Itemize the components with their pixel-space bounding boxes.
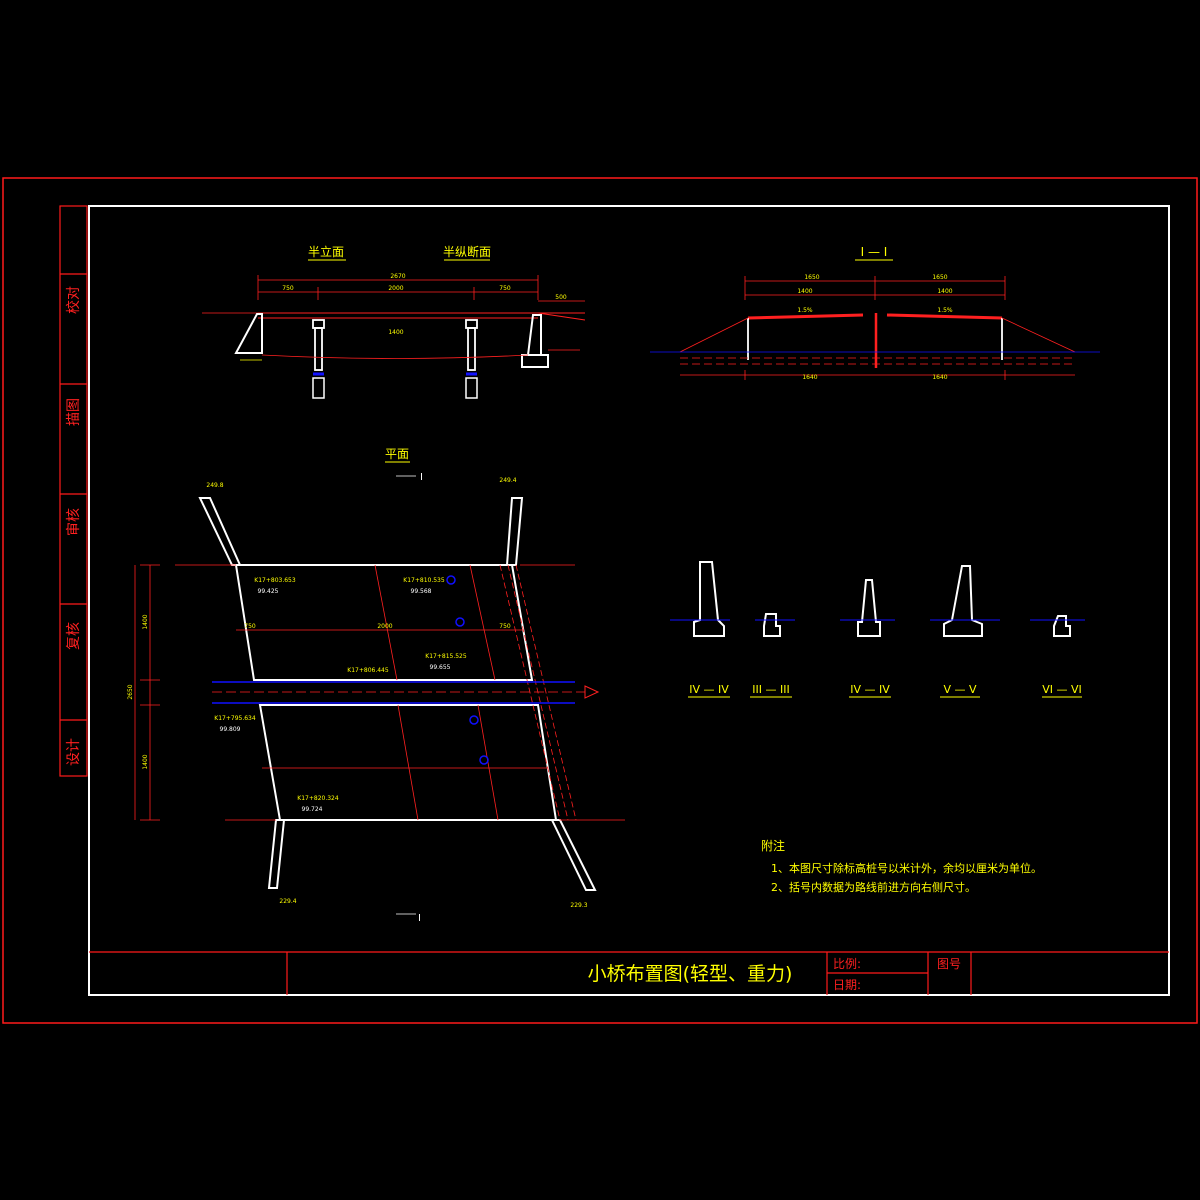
station-c-elev: 99.655 xyxy=(430,664,451,671)
sec-1400b-dim: 1400 xyxy=(937,288,952,295)
station-b: K17+810.535 xyxy=(403,577,445,584)
scale-label: 比例: xyxy=(833,957,861,971)
station-b-elev: 99.568 xyxy=(411,588,432,595)
sec-left-dim: 1650 xyxy=(804,274,819,281)
station-d-elev: 99.809 xyxy=(220,726,241,733)
section-iv-b-label: IV — IV xyxy=(850,683,890,696)
strip-cell-1: 校对 xyxy=(65,286,82,314)
notes-line-2: 2、括号内数据为路线前进方向右侧尺寸。 xyxy=(771,880,976,894)
sec-slope-left: 1.5% xyxy=(797,307,813,314)
station-e: K17+820.324 xyxy=(297,795,339,802)
sec-right-dim: 1650 xyxy=(932,274,947,281)
elev-left-dim: 750 xyxy=(282,285,294,292)
elev-mid-dim: 2000 xyxy=(388,285,403,292)
plan-v3-dim: 1400 xyxy=(142,754,149,769)
plan-bottom-left-dim: 229.4 xyxy=(279,898,296,905)
station-d: K17+795.634 xyxy=(214,715,256,722)
strip-cell-5: 设计 xyxy=(66,738,82,766)
half-elevation-title: 半立面 xyxy=(308,244,344,259)
strip-cell-4: 复核 xyxy=(65,622,82,650)
plan-bottom-right-dim: 229.3 xyxy=(570,902,587,909)
half-longitudinal-title: 半纵断面 xyxy=(443,244,491,259)
section-i-title: I — I xyxy=(861,245,888,259)
elevation-structure xyxy=(202,312,586,399)
station-center: K17+806.445 xyxy=(347,667,389,674)
station-a-elev: 99.425 xyxy=(258,588,279,595)
drawing-title: 小桥布置图(轻型、重力) xyxy=(588,963,793,985)
cut-mark-bottom: I xyxy=(418,913,421,924)
drawing-no-label: 图号 xyxy=(937,957,961,971)
strip-cell-3: 审核 xyxy=(66,508,82,536)
plan-structure xyxy=(134,497,625,891)
section-iv-a-label: IV — IV xyxy=(689,683,729,696)
notes-line-1: 1、本图尺寸除标高桩号以米计外，余均以厘米为单位。 xyxy=(771,861,1042,875)
sec-1400a-dim: 1400 xyxy=(797,288,812,295)
outer-frame xyxy=(2,177,1198,1024)
sec-slope-right: 1.5% xyxy=(937,307,953,314)
station-e-elev: 99.724 xyxy=(302,806,323,813)
title-block xyxy=(89,951,1169,995)
elev-right-dim: 750 xyxy=(499,285,511,292)
section-v-label: V — V xyxy=(943,683,977,696)
station-a: K17+803.653 xyxy=(254,577,296,584)
notes-heading: 附注 xyxy=(761,838,785,853)
elev-total-dim: 2670 xyxy=(390,273,405,280)
elevation-dimensions xyxy=(257,275,585,302)
plan-w1-dim: 750 xyxy=(244,623,256,630)
plan-v2-dim: 2650 xyxy=(127,684,134,699)
elev-span-dim: 1400 xyxy=(388,329,403,336)
plan-title: 平面 xyxy=(385,447,409,461)
station-c: K17+815.525 xyxy=(425,653,467,660)
cut-mark-top: I xyxy=(420,472,423,483)
side-strip xyxy=(59,205,88,777)
section-i-structure xyxy=(650,313,1100,368)
section-iii-label: III — III xyxy=(752,683,789,696)
strip-cell-2: 描图 xyxy=(66,398,82,426)
plan-v1-dim: 1400 xyxy=(142,614,149,629)
date-label: 日期: xyxy=(833,978,861,992)
plan-top-left-dim: 249.8 xyxy=(206,482,223,489)
plan-w3-dim: 750 xyxy=(499,623,511,630)
small-sections xyxy=(693,561,1071,637)
plan-top-right-dim: 249.4 xyxy=(499,477,516,484)
section-vi-label: VI — VI xyxy=(1042,683,1082,696)
inner-frame xyxy=(88,205,1170,996)
section-i-dimensions xyxy=(680,276,1075,380)
plan-w2-dim: 2000 xyxy=(377,623,392,630)
sec-bottom-2: 1640 xyxy=(932,374,947,381)
elev-500-dim: 500 xyxy=(555,294,567,301)
sec-bottom-1: 1640 xyxy=(802,374,817,381)
